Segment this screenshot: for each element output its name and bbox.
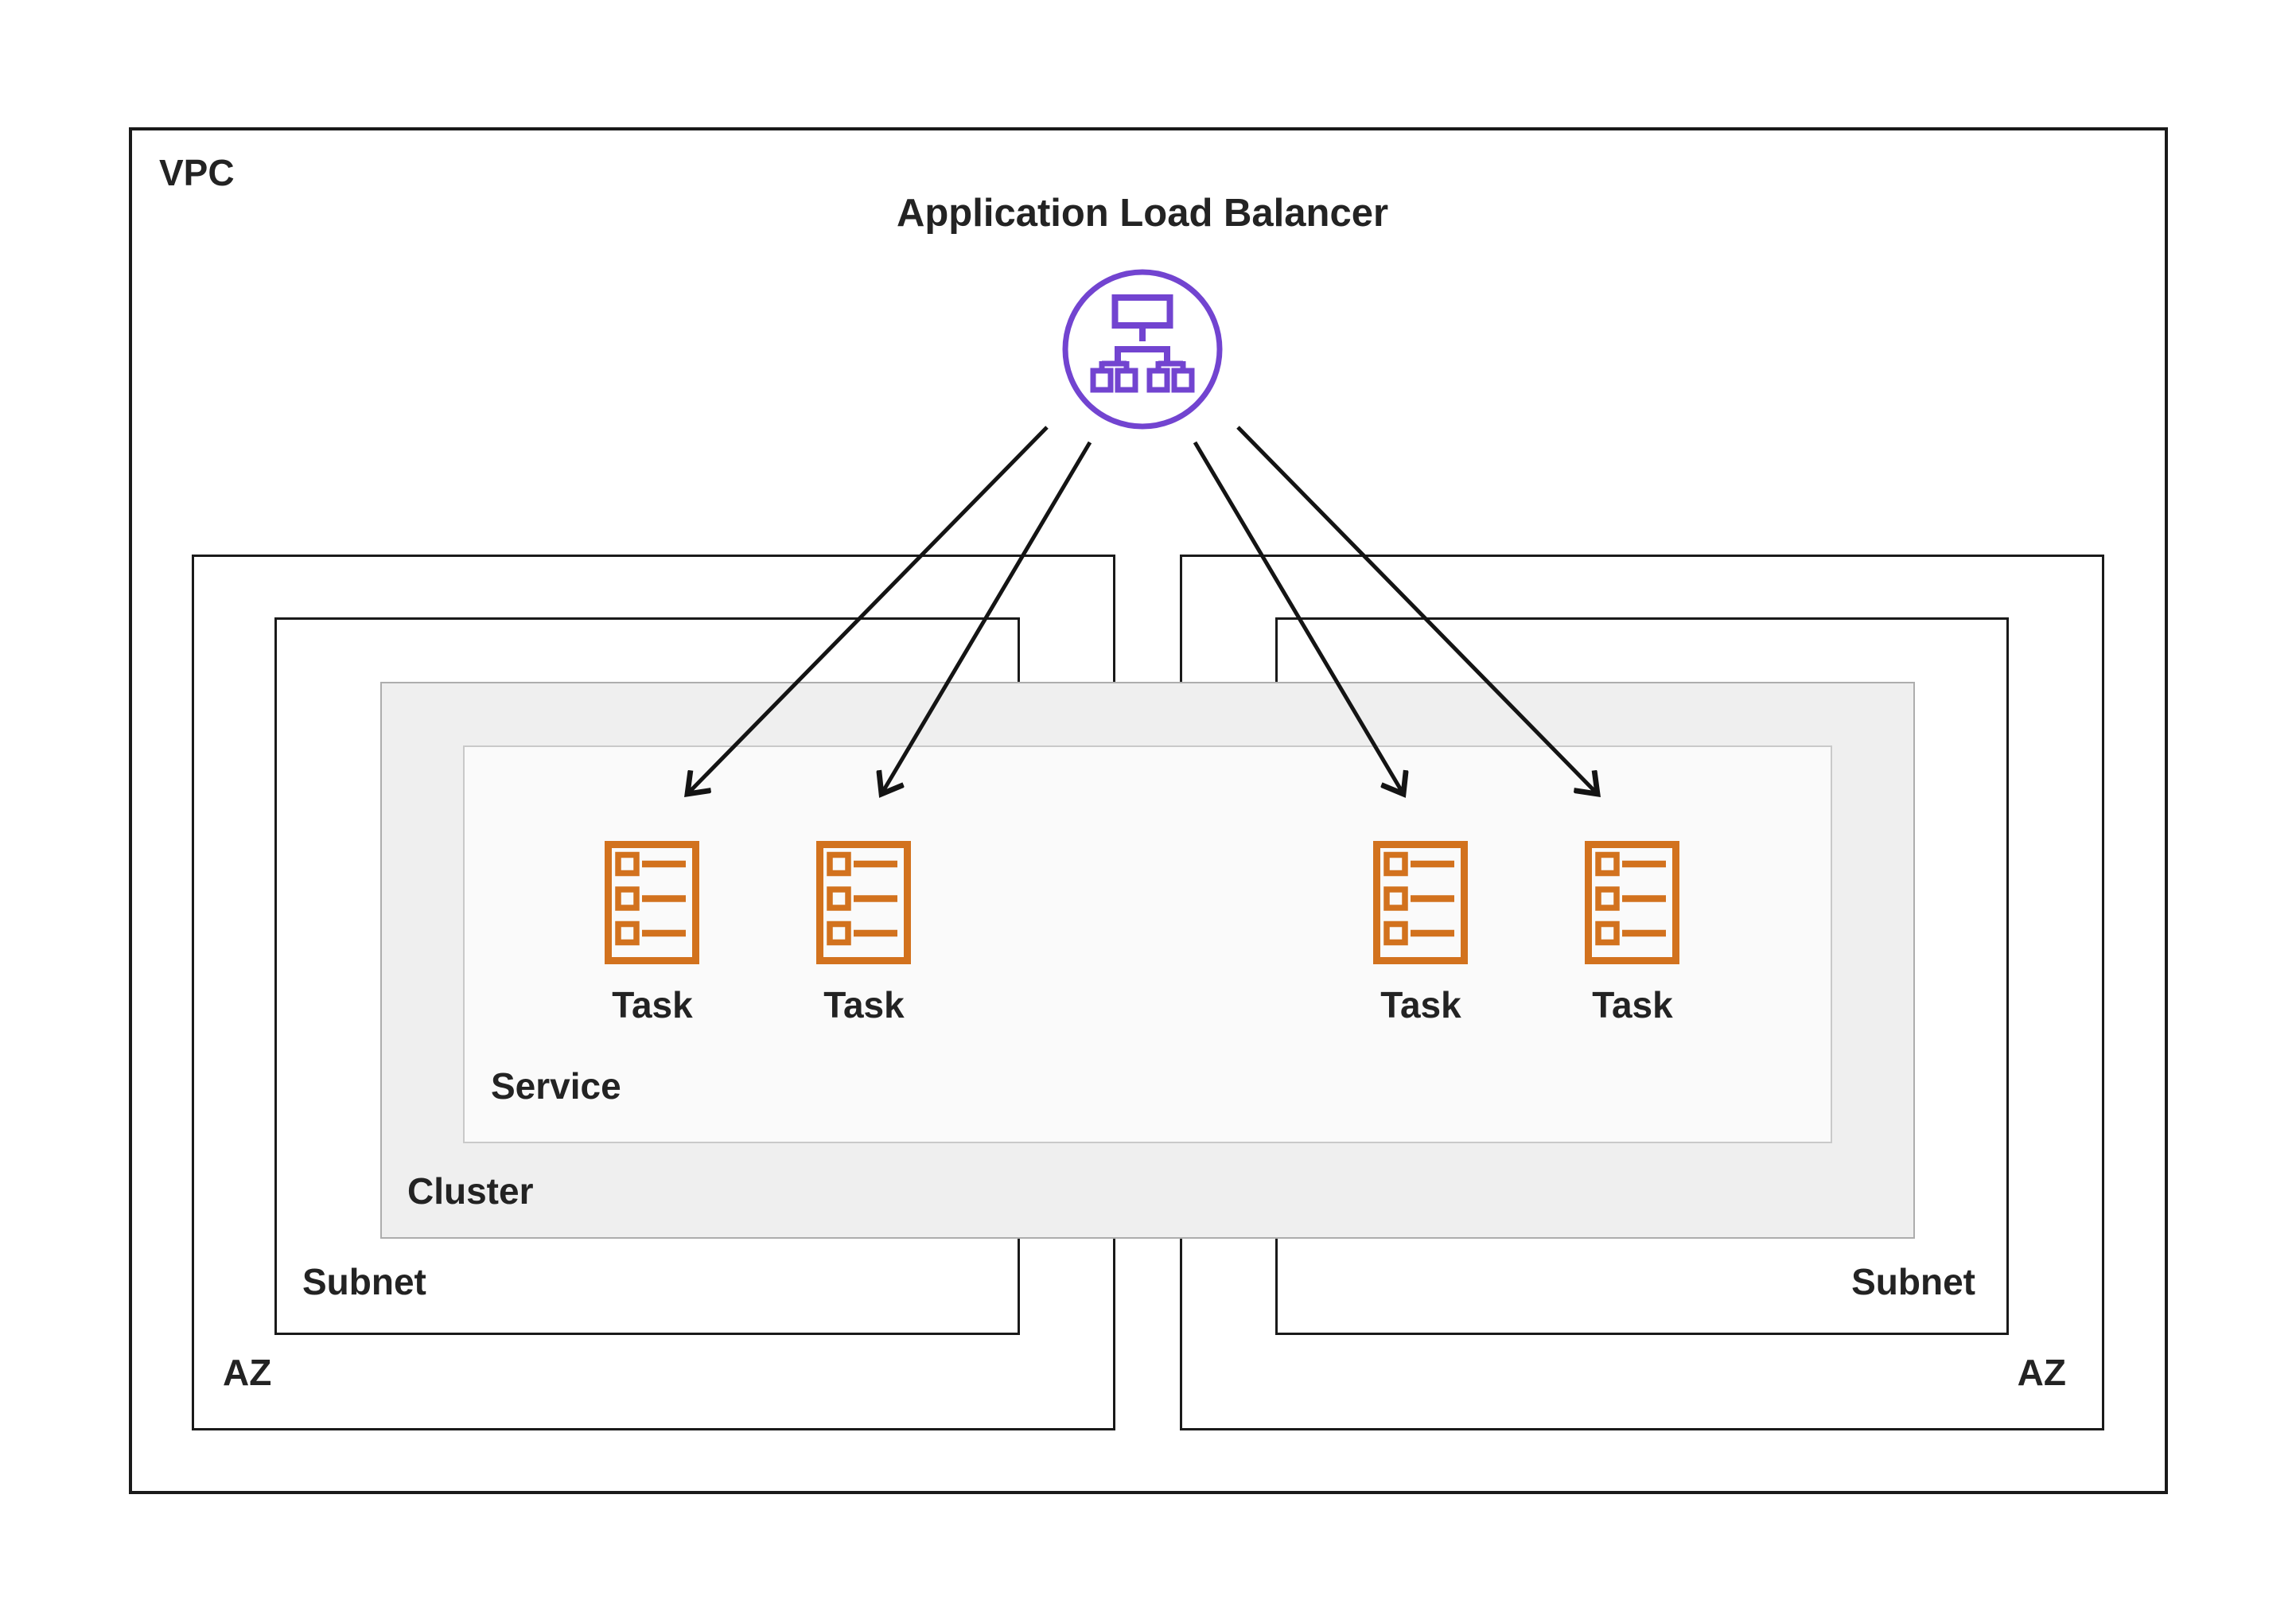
task-icon [1585,841,1679,964]
service-label: Service [491,1065,621,1107]
subnet-right-label: Subnet [1851,1261,1975,1302]
cluster-label: Cluster [407,1170,534,1212]
alb-title: Application Load Balancer [896,192,1389,235]
az-left-label: AZ [223,1352,272,1393]
task-node [816,841,911,964]
task-node [1373,841,1468,964]
az-right-label: AZ [2017,1352,2066,1393]
subnet-left-label: Subnet [302,1261,426,1302]
task-icon [605,841,699,964]
task-label: Task [1592,984,1673,1026]
vpc-label: VPC [159,152,235,193]
task-label: Task [612,984,693,1026]
task-label: Task [1380,984,1461,1026]
load-balancer-icon-svg [1062,269,1223,430]
load-balancer-icon [1059,266,1226,433]
task-icon [1373,841,1468,964]
task-node [605,841,699,964]
task-icon [816,841,911,964]
task-label: Task [823,984,905,1026]
task-node [1585,841,1679,964]
